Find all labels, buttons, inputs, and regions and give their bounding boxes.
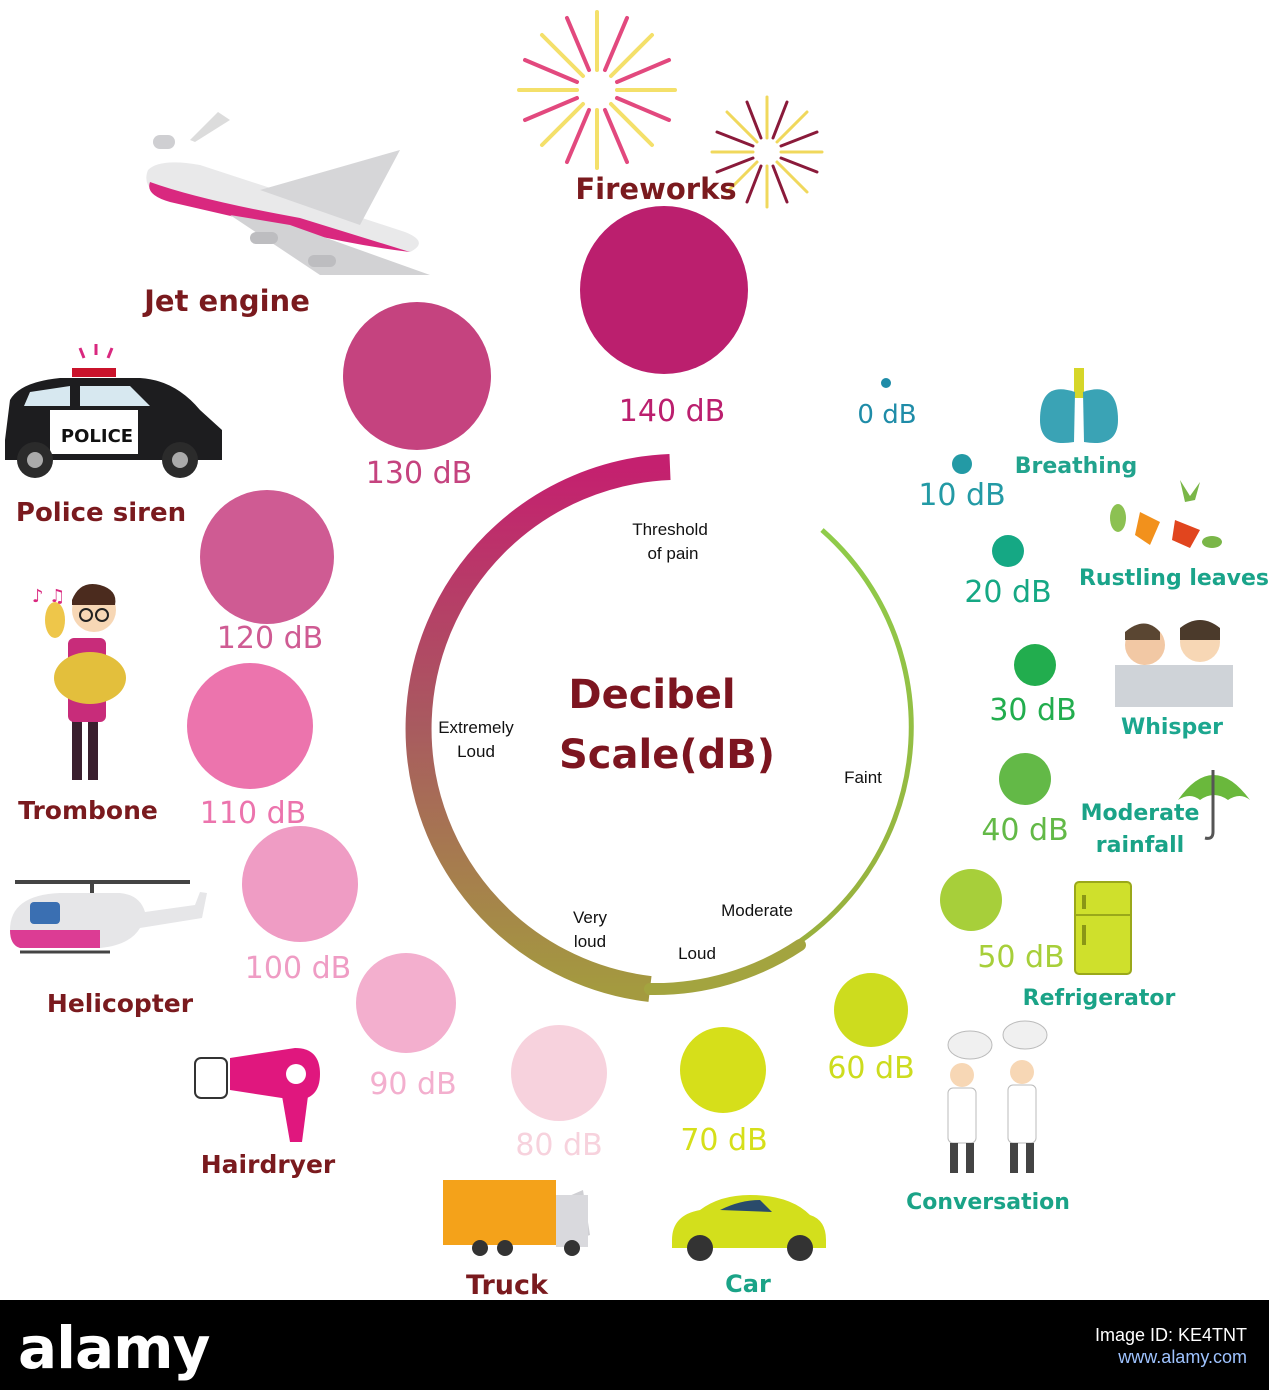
source-label-breathing: Breathing	[1015, 454, 1138, 479]
level-label-140: 140 dB	[619, 394, 725, 429]
svg-text:♪ ♫: ♪ ♫	[32, 586, 65, 607]
leaves-icon	[1110, 480, 1222, 548]
level-dot-50	[940, 869, 1002, 931]
source-label-refrigerator: Refrigerator	[1023, 986, 1176, 1011]
level-dot-60	[834, 973, 908, 1047]
umbrella-icon	[1178, 770, 1250, 840]
level-dot-110	[187, 663, 313, 789]
conversation-icon	[947, 1020, 1048, 1173]
level-label-130: 130 dB	[366, 456, 472, 491]
ring-label-loud: Loud	[678, 944, 716, 963]
level-dot-130	[343, 302, 491, 450]
source-label-moderate-rainfall: Moderate	[1081, 801, 1200, 826]
ring-label-very: Very	[573, 908, 608, 927]
level-dot-20	[992, 535, 1024, 567]
level-dot-30	[1014, 644, 1056, 686]
image-id-block: Image ID: KE4TNT www.alamy.com	[1095, 1324, 1247, 1368]
source-label-truck: Truck	[466, 1270, 549, 1300]
source-label-trombone: Trombone	[18, 796, 158, 825]
source-label-whisper: Whisper	[1121, 715, 1223, 740]
ring-label-moderate: Moderate	[721, 901, 793, 920]
title-line-2: Scale(dB)	[559, 732, 775, 778]
source-label-jet-engine: Jet engine	[142, 284, 310, 318]
level-circles	[187, 206, 1056, 1121]
title-line-1: Decibel	[568, 672, 735, 718]
level-label-90: 90 dB	[369, 1067, 456, 1102]
level-label-80: 80 dB	[515, 1128, 602, 1163]
ring-label-extremely-2: Loud	[457, 742, 495, 761]
level-label-120: 120 dB	[217, 621, 323, 656]
lungs-icon	[1040, 368, 1118, 444]
source-label-hairdryer: Hairdryer	[201, 1150, 336, 1179]
level-label-100: 100 dB	[245, 951, 351, 986]
ring-label-faint: Faint	[844, 768, 882, 787]
whisper-icon	[1115, 620, 1233, 707]
decibel-infographic: Decibel Scale(dB) Threshold of pain Extr…	[5, 10, 1269, 1300]
footer-url: www.alamy.com	[1118, 1347, 1247, 1367]
police-car-icon: POLICE	[5, 344, 222, 478]
ring-label-very-2: loud	[574, 932, 606, 951]
source-label-moderate-rainfall-2: rainfall	[1096, 833, 1184, 858]
source-label-car: Car	[725, 1270, 771, 1298]
level-label-20: 20 dB	[964, 575, 1051, 610]
police-sign: POLICE	[61, 426, 133, 447]
level-label-70: 70 dB	[680, 1123, 767, 1158]
fireworks-illustration	[517, 10, 824, 209]
scale-ring	[405, 454, 914, 1002]
truck-icon	[443, 1180, 590, 1256]
level-dot-80	[511, 1025, 607, 1121]
source-label-rustling-leaves: Rustling leaves	[1079, 566, 1269, 591]
ring-label-extremely: Extremely	[438, 718, 514, 737]
trombone-player-icon: ♪ ♫	[32, 584, 126, 780]
level-dot-120	[200, 490, 334, 624]
refrigerator-icon	[1074, 881, 1132, 975]
level-label-10: 10 dB	[918, 478, 1005, 513]
level-dot-90	[356, 953, 456, 1053]
alamy-logo: alamy	[18, 1314, 210, 1382]
ring-label-threshold-2: of pain	[647, 544, 698, 563]
level-dot-10	[952, 454, 972, 474]
helicopter-icon	[10, 880, 207, 954]
level-dot-40	[999, 753, 1051, 805]
level-dot-100	[242, 826, 358, 942]
level-dot-70	[680, 1027, 766, 1113]
footer-bar: alamy Image ID: KE4TNT www.alamy.com	[0, 1300, 1269, 1390]
source-label-conversation: Conversation	[906, 1190, 1070, 1215]
ring-label-threshold: Threshold	[632, 520, 708, 539]
level-label-40: 40 dB	[981, 813, 1068, 848]
level-dot-140	[580, 206, 748, 374]
level-label-30: 30 dB	[989, 693, 1076, 728]
image-id: Image ID: KE4TNT	[1094, 1325, 1247, 1345]
hairdryer-icon	[194, 1048, 320, 1142]
source-label-fireworks: Fireworks	[575, 172, 736, 206]
source-label-helicopter: Helicopter	[47, 989, 194, 1018]
level-dot-0	[881, 378, 891, 388]
level-label-110: 110 dB	[200, 796, 306, 831]
level-label-0: 0 dB	[857, 400, 916, 430]
car-icon	[672, 1195, 826, 1261]
source-label-police-siren: Police siren	[16, 498, 186, 528]
airplane-icon	[146, 112, 430, 275]
level-label-50: 50 dB	[977, 940, 1064, 975]
level-label-60: 60 dB	[827, 1051, 914, 1086]
